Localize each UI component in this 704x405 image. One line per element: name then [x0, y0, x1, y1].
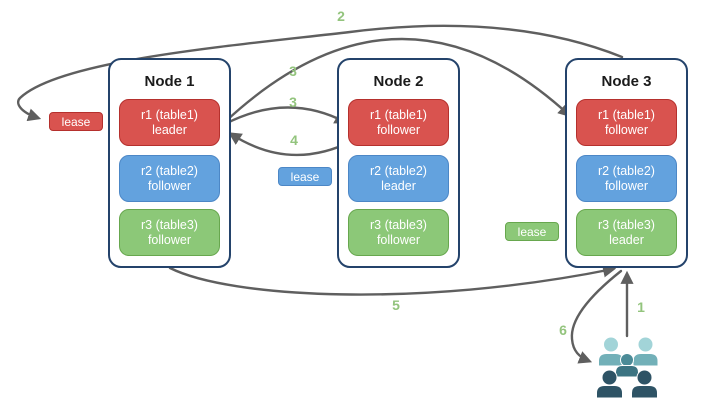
replica-role: follower — [376, 122, 421, 137]
replica-role: follower — [604, 178, 649, 193]
arrow-step-5 — [168, 264, 617, 296]
users-group-icon — [596, 336, 659, 399]
node-1-title: Node 1 — [144, 73, 195, 90]
step-label-1: 1 — [637, 299, 645, 315]
node-1-replica-r3: r3 (table3) follower — [119, 209, 220, 256]
node-3-replica-r2: r2 (table2) follower — [576, 155, 677, 202]
node-3: Node 3 r1 (table1) follower r2 (table2) … — [565, 58, 688, 268]
replica-role: leader — [152, 122, 187, 137]
node-2-replica-r3: r3 (table3) follower — [348, 209, 449, 256]
replica-label: r3 (table3) — [598, 217, 655, 232]
node-2: Node 2 r1 (table1) follower r2 (table2) … — [337, 58, 460, 268]
node-3-title: Node 3 — [601, 73, 652, 90]
replica-role: follower — [147, 232, 192, 247]
replica-role: follower — [147, 178, 192, 193]
replica-label: r1 (table1) — [370, 107, 427, 122]
replica-role: follower — [604, 122, 649, 137]
replica-role: leader — [609, 232, 644, 247]
replica-label: r1 (table1) — [141, 107, 198, 122]
replica-role: follower — [376, 232, 421, 247]
step-label-3-upper: 3 — [289, 63, 297, 79]
step-label-5: 5 — [392, 297, 400, 313]
step-label-6: 6 — [559, 322, 567, 338]
replica-label: r2 (table2) — [141, 163, 198, 178]
replica-label: r3 (table3) — [370, 217, 427, 232]
node-1-replica-r2: r2 (table2) follower — [119, 155, 220, 202]
replica-label: r3 (table3) — [141, 217, 198, 232]
node-2-title: Node 2 — [373, 73, 424, 90]
arrow-step-3-long — [224, 37, 572, 123]
node-2-replica-r1: r1 (table1) follower — [348, 99, 449, 146]
step-label-3-lower: 3 — [289, 94, 297, 110]
node-1: Node 1 r1 (table1) leader r2 (table2) fo… — [108, 58, 231, 268]
replica-role: leader — [381, 178, 416, 193]
node-3-replica-r1: r1 (table1) follower — [576, 99, 677, 146]
arrow-step-3-short — [223, 106, 348, 126]
node-1-replica-r1: r1 (table1) leader — [119, 99, 220, 146]
lease-badge-table2: lease — [278, 167, 332, 186]
lease-badge-table1: lease — [49, 112, 103, 131]
node-3-replica-r3: r3 (table3) leader — [576, 209, 677, 256]
arrow-step-6 — [570, 269, 623, 364]
replica-label: r2 (table2) — [598, 163, 655, 178]
replica-label: r1 (table1) — [598, 107, 655, 122]
step-label-2: 2 — [337, 8, 345, 24]
lease-badge-table3: lease — [505, 222, 559, 241]
node-2-replica-r2: r2 (table2) leader — [348, 155, 449, 202]
replica-label: r2 (table2) — [370, 163, 427, 178]
arrow-step-2 — [16, 24, 624, 122]
step-label-4: 4 — [290, 132, 298, 148]
